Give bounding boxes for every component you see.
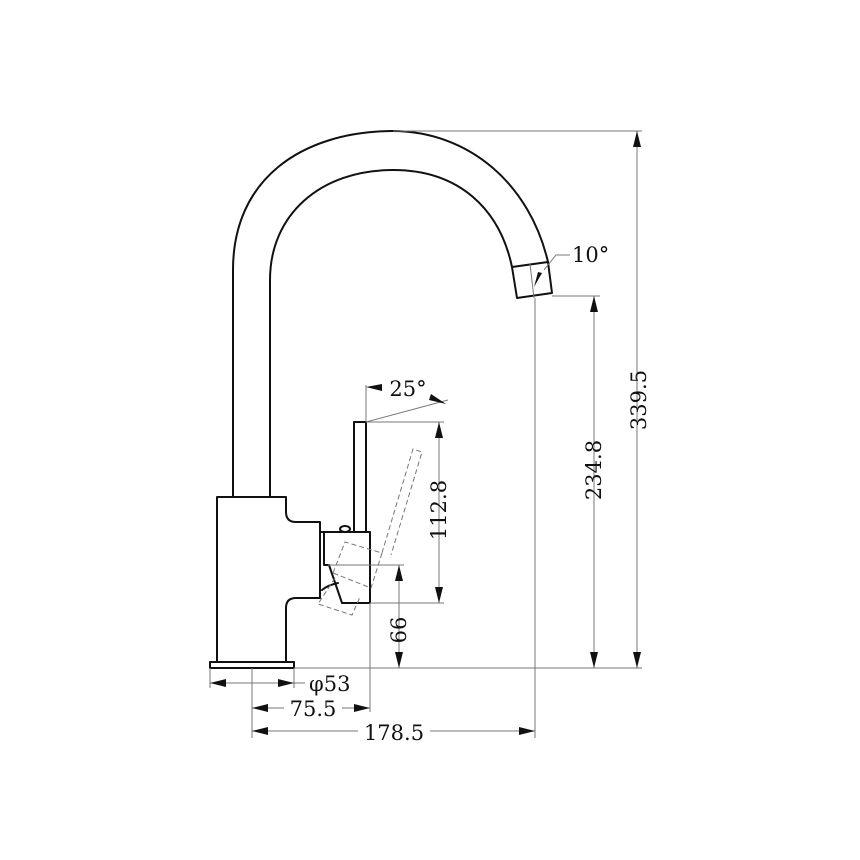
dimension-lines [209, 130, 642, 738]
lever-stick [353, 421, 367, 533]
lever-rotated-ghost [332, 541, 383, 589]
lever-reach-label: 75.5 [290, 697, 337, 721]
lever-housing [323, 531, 371, 604]
spout-reach-label: 178.5 [364, 721, 424, 745]
base-diameter-label: φ53 [309, 672, 350, 696]
angle-arrow [534, 272, 542, 287]
lever-height-label: 112.8 [427, 480, 451, 540]
spout-outer [232, 130, 549, 498]
lever-angle-label: 25° [389, 377, 426, 401]
spout-inner [269, 169, 513, 498]
lever-handle [317, 421, 423, 616]
spout-outlet [511, 261, 553, 299]
dimension-labels: 339.5 234.8 112.8 66 φ53 75.5 178.5 25° … [290, 243, 651, 745]
spout-outlet-height-label: 234.8 [582, 440, 606, 500]
base-plate [209, 661, 295, 669]
body-block [216, 496, 321, 663]
lever-base-height-label: 66 [387, 617, 411, 644]
spout-outlet-angle-label: 10° [572, 243, 609, 267]
overall-height-label: 339.5 [627, 370, 651, 430]
tap-body [209, 496, 321, 669]
gooseneck-spout [232, 130, 570, 498]
